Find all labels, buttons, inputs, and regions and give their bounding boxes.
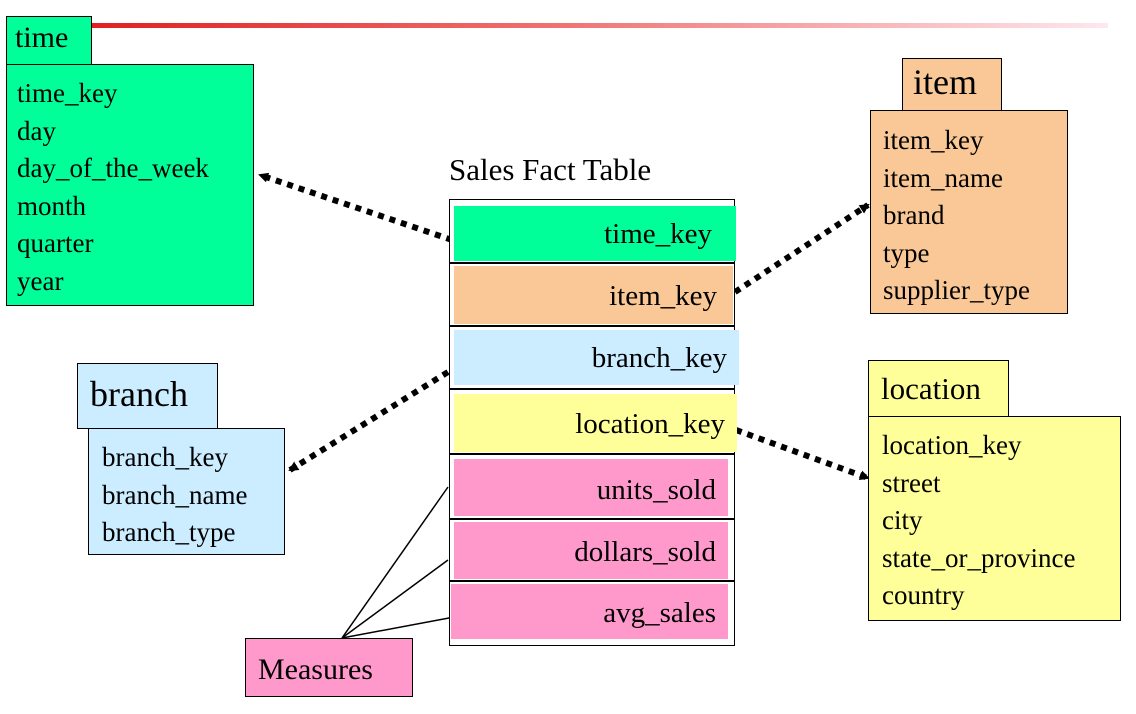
- item-attr: brand: [883, 200, 945, 230]
- fact-measure-dollars-sold: dollars_sold: [454, 522, 728, 579]
- time-attr: day_of_the_week: [17, 153, 209, 183]
- location-attr: country: [882, 580, 965, 610]
- fact-divider: [449, 388, 735, 390]
- branch-table-title: branch: [77, 363, 218, 429]
- fact-key-branch: branch_key: [454, 330, 739, 385]
- location-table-title: location: [868, 360, 1009, 417]
- branch-attr: branch_type: [102, 517, 236, 547]
- arrow-time: [258, 172, 453, 243]
- item-attr: item_key: [883, 125, 984, 155]
- time-attr: year: [17, 265, 64, 296]
- location-attr: street: [882, 467, 941, 498]
- item-table-title: item: [902, 58, 1002, 113]
- header-line: [92, 23, 1108, 28]
- time-table-title: time: [6, 16, 92, 66]
- item-attr: type: [883, 237, 930, 268]
- time-attr: time_key: [17, 78, 118, 108]
- fact-table-title: Sales Fact Table: [449, 152, 652, 187]
- location-attr: state_or_province: [882, 542, 1076, 573]
- time-table: time_key day day_of_the_week month quart…: [6, 64, 254, 306]
- time-attr: quarter: [17, 228, 94, 258]
- fact-key-location: location_key: [454, 394, 737, 452]
- branch-attr: branch_name: [102, 479, 248, 510]
- fact-key-time: time_key: [454, 206, 736, 261]
- location-attr: city: [882, 505, 923, 535]
- arrow-location: [734, 427, 870, 481]
- item-attr: supplier_type: [883, 275, 1030, 305]
- time-attr: day: [17, 115, 56, 146]
- location-table: location_key street city state_or_provin…: [868, 416, 1121, 621]
- item-attr: item_name: [883, 162, 1003, 193]
- fact-measure-units-sold: units_sold: [454, 459, 728, 516]
- arrow-branch: [288, 369, 450, 473]
- measure-pointer-2: [341, 559, 449, 639]
- fact-key-item: item_key: [454, 266, 733, 324]
- item-table: item_key item_name brand type supplier_t…: [870, 110, 1068, 314]
- fact-divider: [449, 580, 735, 582]
- measures-label: Measures: [245, 638, 413, 697]
- measure-pointer-1: [341, 486, 449, 639]
- fact-divider: [449, 325, 735, 327]
- fact-measure-avg-sales: avg_sales: [451, 584, 728, 639]
- measure-pointer-3: [341, 614, 466, 639]
- fact-divider: [449, 453, 735, 455]
- fact-divider: [449, 262, 735, 264]
- fact-divider: [449, 518, 735, 520]
- branch-table: branch_key branch_name branch_type: [88, 428, 285, 555]
- time-attr: month: [17, 190, 87, 221]
- location-attr: location_key: [882, 430, 1022, 460]
- arrow-item: [733, 202, 870, 295]
- branch-attr: branch_key: [102, 442, 228, 472]
